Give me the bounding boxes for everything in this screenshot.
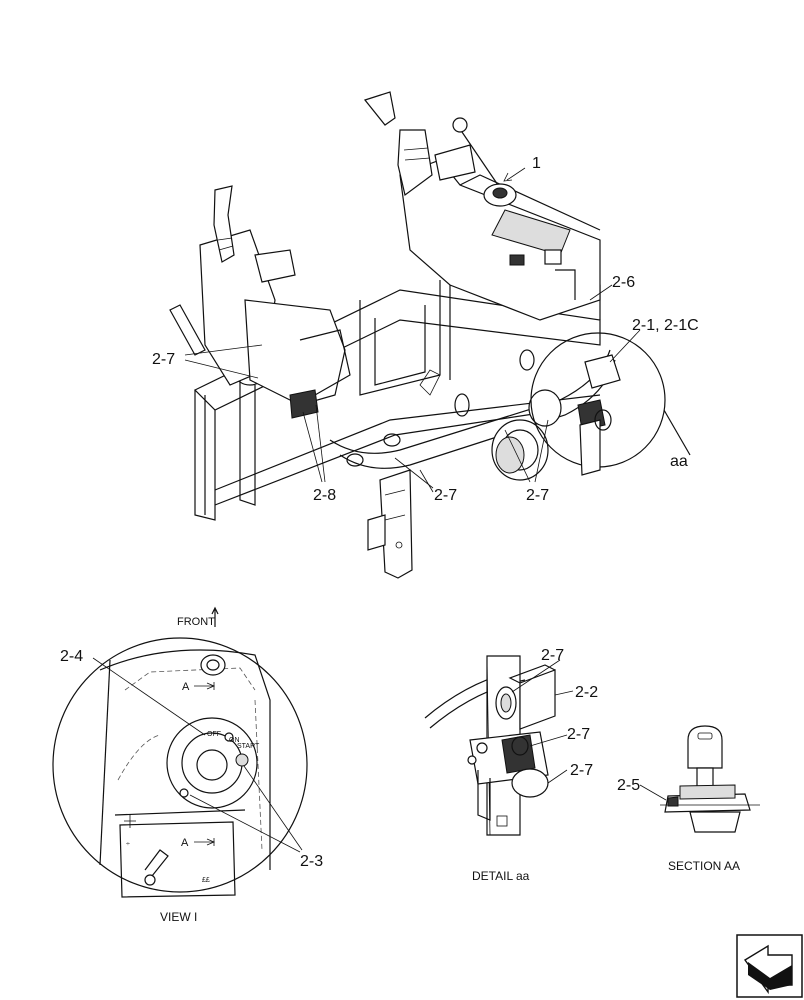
detail-aa-marker [530,332,691,476]
ignition-key [687,725,723,789]
callout-2-6: 2-6 [612,274,635,291]
callout-2-1-2-1c: 2-1, 2-1C [632,317,699,334]
main-assembly-view: 1 2-6 2-1, 2-1C 2-7 2-8 2-7 2-7 aa [152,91,699,579]
front-indicator: FRONT [177,606,219,628]
callout-2-4: 2-4 [60,648,83,665]
right-control-console [363,91,601,321]
callout-2-7-top: 2-7 [541,647,564,664]
left-control-console [169,185,351,419]
callout-1: 1 [532,155,541,172]
callout-2-7-left: 2-7 [152,351,175,368]
panel-mark-right: ££ [202,877,210,884]
section-arrow-top: A [182,681,216,693]
callout-2-7-bottom: 2-7 [570,762,593,779]
view-i-console-body [99,649,271,870]
view-i: OFF ON START A A ££ ÷ FRONT [52,606,323,924]
detail-aa: 2-7 2-2 2-7 2-7 DETAIL aa [424,647,598,883]
callout-2-7-mid: 2-7 [434,487,457,504]
callout-2-8: 2-8 [313,487,336,504]
detail-aa-caption: DETAIL aa [472,869,530,883]
arrow-a-bottom-label: A [181,837,189,849]
switch-start-label: START [237,743,260,750]
arrow-a-top-label: A [182,681,190,693]
lower-panel: A ££ ÷ [119,815,236,898]
detail-leaders [511,659,574,784]
switch-off-label: OFF [207,731,221,738]
callout-2-3: 2-3 [300,853,323,870]
front-label: FRONT [177,616,215,628]
detail-switch [467,731,549,821]
section-aa: 2-5 SECTION AA [617,725,760,873]
main-leader-lines [184,167,641,493]
section-aa-caption: SECTION AA [668,859,740,873]
panel-mark-left: ÷ [126,841,130,848]
callout-2-7-right: 2-7 [526,487,549,504]
cross-member [235,349,616,481]
next-page-arrow-icon[interactable] [736,934,803,998]
callout-2-2: 2-2 [575,684,598,701]
key-switch: OFF ON START [166,717,260,809]
view-i-caption: VIEW I [160,910,197,924]
switch-cross-section [660,784,760,833]
callout-2-5: 2-5 [617,777,640,794]
callout-aa: aa [670,453,688,470]
callout-2-7-mid: 2-7 [567,726,590,743]
view-i-leaders [92,657,303,853]
switch-on-label: ON [229,737,240,744]
